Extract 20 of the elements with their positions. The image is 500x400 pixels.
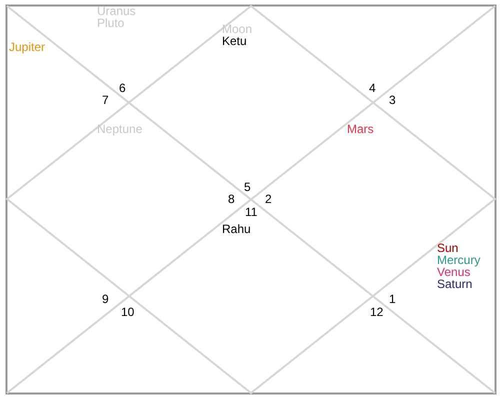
planet-name: Mercury	[437, 254, 480, 266]
planet-name: Ketu	[222, 35, 247, 47]
planet-name: Mars	[347, 123, 374, 135]
house-number: 1	[389, 293, 396, 305]
planet-name: Sun	[437, 242, 458, 254]
house-number: 6	[119, 82, 126, 94]
house-number: 3	[389, 94, 396, 106]
planet-name: Jupiter	[9, 41, 46, 53]
house-number: 11	[245, 206, 258, 218]
house-number: 7	[102, 94, 109, 106]
planet-name: Saturn	[437, 278, 472, 290]
planet-name: Rahu	[222, 223, 251, 235]
house-number: 9	[102, 293, 109, 305]
house-number: 5	[244, 181, 251, 193]
house-number: 4	[369, 82, 376, 94]
house-number: 2	[265, 193, 272, 205]
house-number: 12	[370, 306, 384, 318]
house-number: 10	[121, 306, 134, 318]
house-number: 8	[228, 193, 235, 205]
planet-name: Venus	[437, 266, 470, 278]
